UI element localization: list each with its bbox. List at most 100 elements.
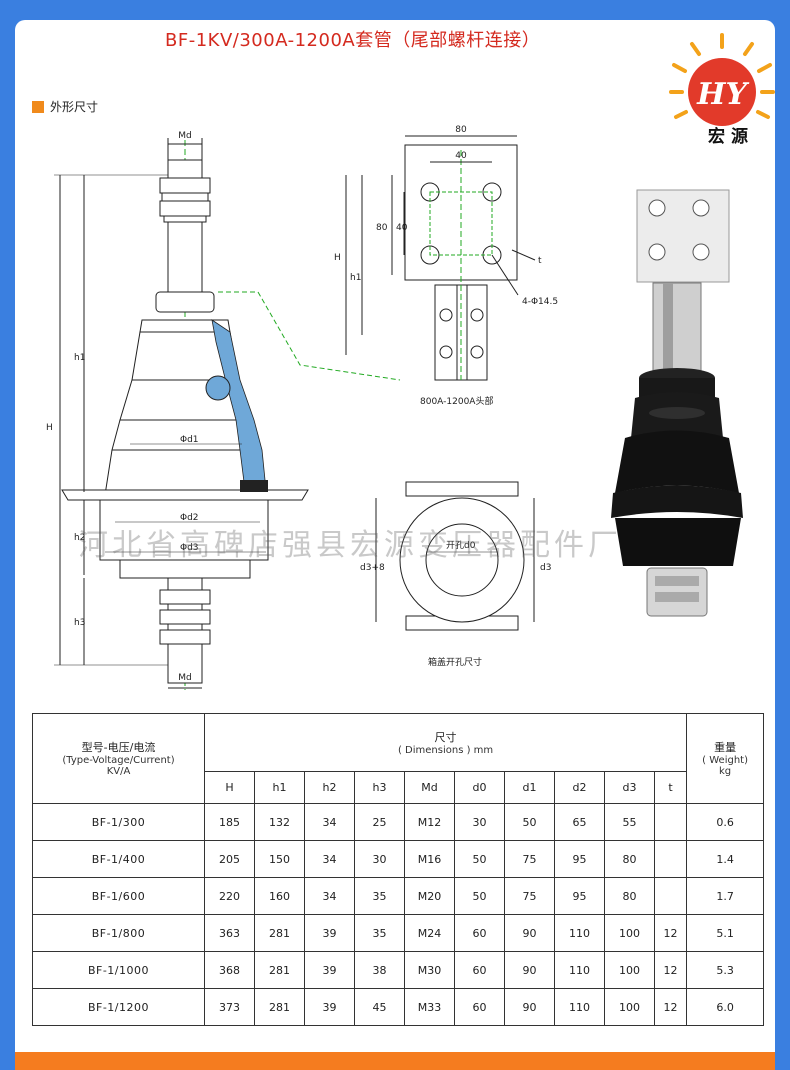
column-header: t [653, 771, 688, 804]
cell-d1: 90 [504, 914, 555, 952]
section-label: 外形尺寸 [50, 100, 99, 114]
cell-h3: 30 [354, 840, 405, 878]
cell-h1: 160 [254, 877, 305, 915]
cell-d1: 75 [504, 840, 555, 878]
cell-weight: 5.1 [686, 914, 765, 952]
cell-d0: 50 [454, 840, 505, 878]
label-head-40h: 40 [396, 223, 408, 233]
cell-h: 205 [204, 840, 255, 878]
cell-md: M24 [404, 914, 455, 952]
label-head-H: H [334, 253, 341, 263]
cell-d3: 100 [604, 988, 655, 1026]
cell-md: M30 [404, 951, 455, 989]
cell-md: M16 [404, 840, 455, 878]
cell-md: M33 [404, 988, 455, 1026]
cell-d2: 65 [554, 803, 605, 841]
cell-model: BF-1/400 [32, 840, 205, 878]
cell-weight: 1.7 [686, 877, 765, 915]
brand-name: 宏 源 [708, 127, 748, 147]
cell-h1: 132 [254, 803, 305, 841]
section-marker-icon [32, 100, 44, 113]
cell-d2: 95 [554, 840, 605, 878]
cell-h: 373 [204, 988, 255, 1026]
cell-h1: 281 [254, 988, 305, 1026]
cell-weight: 5.3 [686, 951, 765, 989]
cell-t: 12 [653, 988, 688, 1026]
spec-table: 型号-电压/电流 (Type-Voltage/Current) KV/A 尺寸 … [32, 713, 765, 1026]
label-t: t [538, 256, 542, 266]
column-header: d3 [604, 771, 655, 804]
head-caption: 800A-1200A头部 [420, 395, 493, 407]
column-header: d1 [504, 771, 555, 804]
cell-weight: 6.0 [686, 988, 765, 1026]
label-h1: h1 [74, 353, 85, 363]
label-head-h1: h1 [350, 273, 361, 283]
cell-h: 368 [204, 951, 255, 989]
label-head-80w: 80 [455, 125, 467, 135]
section-header: 外形尺寸 [32, 98, 98, 115]
label-d3: Φd3 [180, 543, 199, 553]
cover-caption: 箱盖开孔尺寸 [428, 656, 482, 668]
header-model: 型号-电压/电流 (Type-Voltage/Current) KV/A [32, 713, 205, 804]
cell-d1: 90 [504, 988, 555, 1026]
cell-h3: 35 [354, 877, 405, 915]
cell-md: M12 [404, 803, 455, 841]
cell-h2: 39 [304, 914, 355, 952]
page-title: BF-1KV/300A-1200A套管（尾部螺杆连接） [165, 30, 541, 51]
label-d2: Φd2 [180, 513, 199, 523]
cell-d3: 100 [604, 914, 655, 952]
cell-h: 185 [204, 803, 255, 841]
label-d1: Φd1 [180, 435, 199, 445]
label-h2: h2 [74, 533, 85, 543]
label-md-bottom: Md [178, 673, 191, 683]
cell-model: BF-1/800 [32, 914, 205, 952]
logo-text: HY [696, 77, 749, 112]
cell-d3: 80 [604, 840, 655, 878]
cell-h2: 34 [304, 840, 355, 878]
cell-model: BF-1/600 [32, 877, 205, 915]
cell-h2: 39 [304, 951, 355, 989]
column-header: h3 [354, 771, 405, 804]
column-header: h2 [304, 771, 355, 804]
column-header: h1 [254, 771, 305, 804]
cell-t [653, 877, 688, 915]
cell-h2: 34 [304, 877, 355, 915]
cell-d1: 50 [504, 803, 555, 841]
label-cover-d3: d3 [540, 563, 551, 573]
label-H: H [46, 423, 53, 433]
label-h3: h3 [74, 618, 85, 628]
cell-h1: 150 [254, 840, 305, 878]
cell-weight: 1.4 [686, 840, 765, 878]
brand-logo: HY [669, 33, 775, 126]
cell-weight: 0.6 [686, 803, 765, 841]
cell-d0: 50 [454, 877, 505, 915]
cell-d3: 100 [604, 951, 655, 989]
cell-d2: 110 [554, 988, 605, 1026]
column-header: d2 [554, 771, 605, 804]
label-cover-d3a: d3+8 [360, 563, 385, 573]
cell-d0: 60 [454, 951, 505, 989]
cell-d2: 95 [554, 877, 605, 915]
cell-h: 363 [204, 914, 255, 952]
cell-h3: 25 [354, 803, 405, 841]
column-header: Md [404, 771, 455, 804]
cell-d1: 75 [504, 877, 555, 915]
cell-h3: 45 [354, 988, 405, 1026]
cell-d1: 90 [504, 951, 555, 989]
label-cover-d0: 开孔d0 [446, 540, 476, 551]
cell-h2: 34 [304, 803, 355, 841]
label-holes: 4-Φ14.5 [522, 297, 558, 307]
header-dimensions: 尺寸 ( Dimensions ) mm [203, 713, 688, 772]
cell-d0: 30 [454, 803, 505, 841]
cell-md: M20 [404, 877, 455, 915]
cell-d0: 60 [454, 914, 505, 952]
cell-h: 220 [204, 877, 255, 915]
dimension-drawing: Md Md Φd1 Φd2 Φd3 [46, 125, 558, 690]
cell-h2: 39 [304, 988, 355, 1026]
cell-h3: 35 [354, 914, 405, 952]
